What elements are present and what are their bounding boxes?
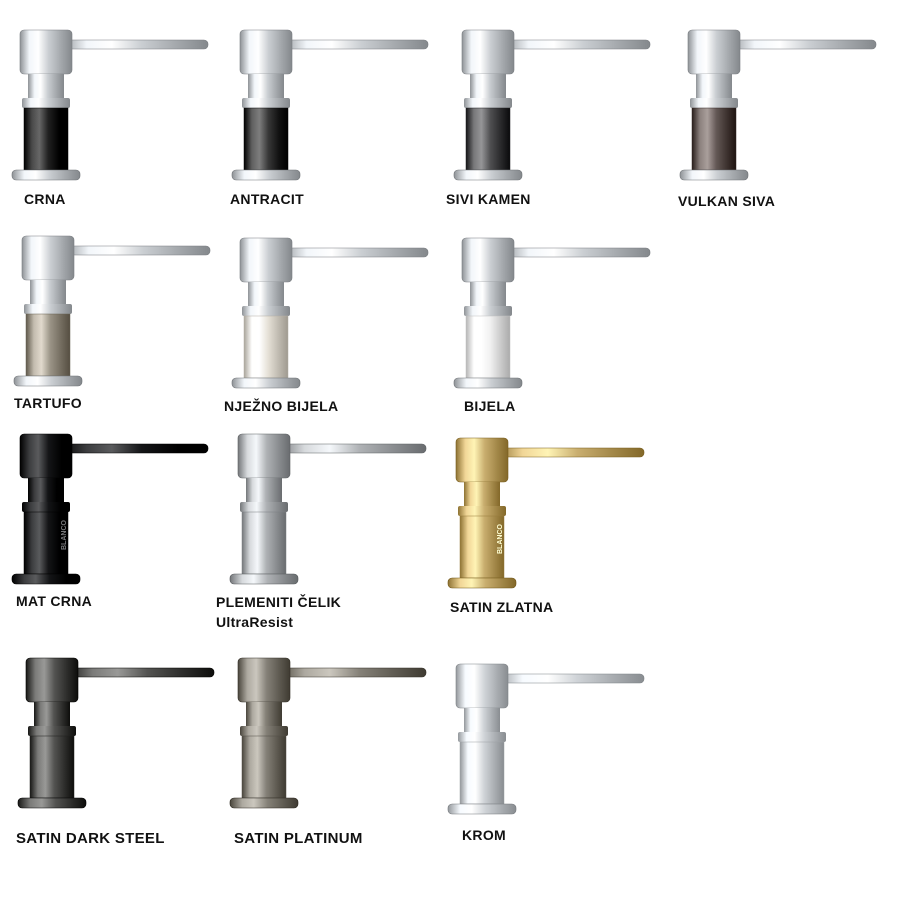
dispenser-njezno-bijela: NJEŽNO BIJELA: [224, 236, 438, 426]
dispenser-satin-dark-steel: SATIN DARK STEEL: [14, 656, 224, 856]
finish-label: PLEMENITI ČELIK: [216, 594, 342, 610]
dispenser-antracit: ANTRACIT: [228, 28, 438, 218]
dispenser-image: [17, 657, 215, 809]
finish-label: SATIN PLATINUM: [234, 830, 363, 847]
finish-label: NJEŽNO BIJELA: [224, 398, 339, 414]
brand-mark: BLANCO: [61, 520, 68, 550]
dispenser-satin-zlatna: BLANCO SATIN ZLATNA: [444, 436, 654, 626]
dispenser-image: [13, 235, 211, 387]
dispenser-image: [229, 657, 427, 809]
dispenser-image: [679, 29, 877, 181]
finish-label: SATIN ZLATNA: [450, 599, 554, 615]
dispenser-image: BLANCO: [11, 433, 209, 585]
dispenser-sivi-kamen: SIVI KAMEN: [446, 28, 660, 218]
finish-label-secondary: UltraResist: [216, 614, 294, 630]
finish-label: KROM: [462, 827, 506, 843]
finish-label: CRNA: [24, 191, 66, 207]
finish-label: MAT CRNA: [16, 593, 93, 609]
dispenser-image: [11, 29, 209, 181]
finish-label: SATIN DARK STEEL: [16, 830, 165, 847]
finish-label: ANTRACIT: [230, 191, 304, 207]
dispenser-krom: KROM: [444, 662, 654, 852]
finish-label: TARTUFO: [14, 395, 82, 411]
dispenser-image: [231, 29, 429, 181]
dispenser-image: BLANCO: [447, 437, 645, 589]
dispenser-image: [453, 237, 651, 389]
dispenser-image: [229, 433, 427, 585]
finish-label: SIVI KAMEN: [446, 191, 531, 207]
dispenser-crna: CRNA: [8, 28, 218, 218]
dispenser-bijela: BIJELA: [450, 236, 660, 426]
dispenser-tartufo: TARTUFO: [10, 234, 220, 424]
dispenser-vulkan-siva: VULKAN SIVA: [676, 28, 886, 218]
dispenser-satin-platinum: SATIN PLATINUM: [226, 656, 436, 856]
dispenser-image: [453, 29, 651, 181]
brand-mark: BLANCO: [497, 524, 504, 554]
finish-label: VULKAN SIVA: [678, 193, 776, 209]
dispenser-plemeniti-celik: PLEMENITI ČELIK UltraResist: [216, 432, 436, 632]
finish-label: BIJELA: [464, 398, 516, 414]
dispenser-mat-crna: BLANCO MAT CRNA: [8, 432, 218, 622]
dispenser-image: [447, 663, 645, 815]
dispenser-image: [231, 237, 429, 389]
